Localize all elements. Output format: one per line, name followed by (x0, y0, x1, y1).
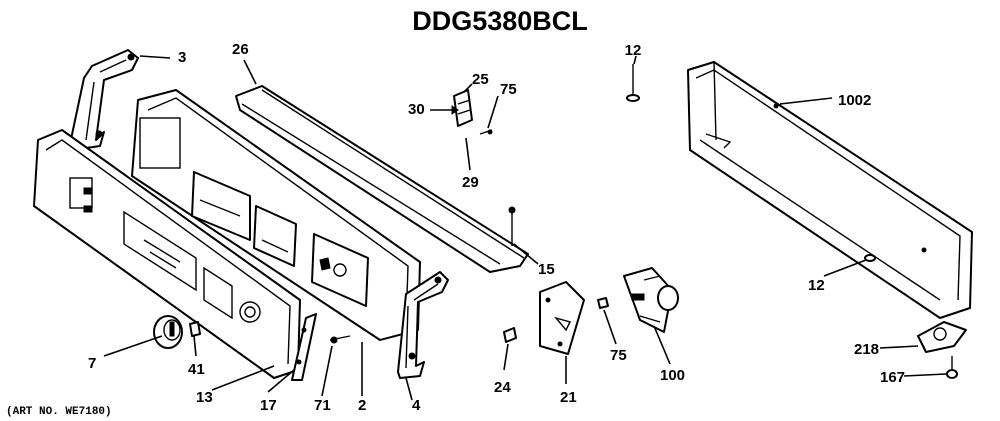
callout-4: 4 (412, 397, 421, 414)
part-75-screw-lower (597, 297, 609, 309)
part-4-right-end-bracket (397, 271, 449, 379)
diagram-title: DDG5380BCL (412, 6, 588, 36)
callout-167: 167 (880, 369, 905, 386)
part-12-grommet-top (626, 64, 640, 102)
part-7-knob (153, 315, 183, 349)
part-218-bracket (917, 321, 967, 353)
callout-75-top: 75 (500, 81, 517, 98)
callout-7: 7 (88, 355, 96, 372)
art-number: (ART NO. WE7180) (6, 406, 112, 418)
callout-15: 15 (538, 261, 555, 278)
callout-3: 3 (178, 49, 186, 66)
callout-71: 71 (314, 397, 331, 414)
callout-17: 17 (260, 397, 277, 414)
part-41-clip (189, 321, 201, 337)
callout-29: 29 (462, 174, 479, 191)
part-3-left-end-bracket (69, 49, 139, 151)
part-12-grommet-lower (864, 254, 876, 262)
part-71-screw (329, 335, 351, 344)
callout-24: 24 (494, 379, 511, 396)
callout-12-top: 12 (625, 42, 642, 59)
callout-100: 100 (660, 367, 685, 384)
part-24-clip (503, 327, 517, 343)
part-167-screw (946, 356, 958, 379)
part-100-timer (623, 267, 679, 333)
leader-lines (103, 55, 947, 401)
callout-21: 21 (560, 389, 577, 406)
part-15-screw (508, 206, 516, 246)
callout-26: 26 (232, 41, 249, 58)
callout-41: 41 (188, 361, 205, 378)
part-26-top-trim (235, 85, 529, 273)
part-21-mounting-plate (539, 281, 585, 355)
callout-1002: 1002 (838, 92, 871, 109)
callout-12-lower: 12 (808, 277, 825, 294)
part-25-switch-assembly (430, 89, 493, 135)
part-1002-back-panel (687, 61, 973, 319)
callout-25: 25 (472, 71, 489, 88)
callout-75-lower: 75 (610, 347, 627, 364)
callout-2: 2 (358, 397, 366, 414)
callout-30: 30 (408, 101, 425, 118)
callout-13: 13 (196, 389, 213, 406)
callout-218: 218 (854, 341, 879, 358)
part-17-bracket-strip (291, 313, 317, 381)
